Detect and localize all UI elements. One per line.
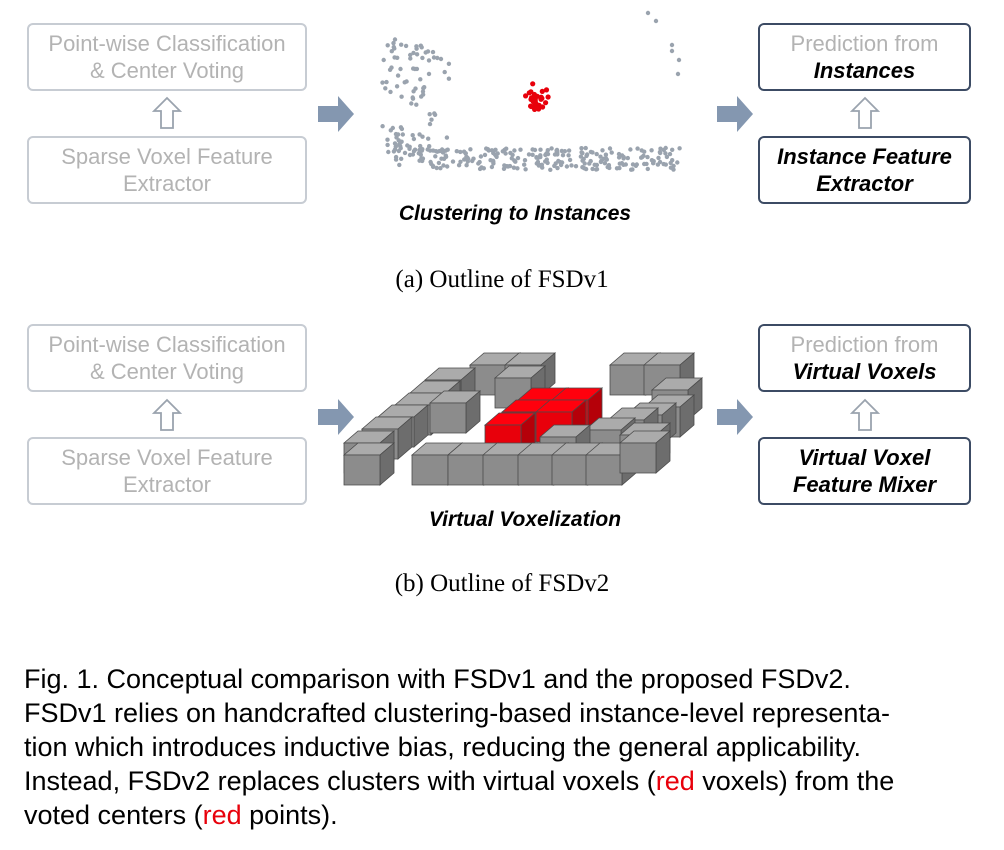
a-prediction-line2: Instances [813,58,916,83]
solid-right-arrow-icon [717,399,753,435]
a-instance-line1: Instance Feature [777,144,952,169]
b-sparse-voxel-extractor-box: Sparse Voxel Feature Extractor [27,437,307,505]
outline-up-arrow-icon [152,398,182,431]
caption-red-points: red [202,800,242,830]
solid-right-arrow-icon [717,96,753,132]
solid-right-arrow-icon [318,96,354,132]
virtual-voxel-grid [342,352,704,486]
a-prediction-line1: Prediction from [790,31,939,56]
caption-line-4-a: Instead, FSDv2 replaces clusters with vi… [24,766,656,796]
b-mixer-line1: Virtual Voxel [798,445,931,470]
a-sparse-line2: Extractor [122,171,212,196]
caption-line-4-b: voxels) from the [694,766,895,796]
b-pointwise-line2: & Center Voting [89,359,245,384]
a-subcaption: (a) Outline of FSDv1 [395,266,609,293]
a-pointwise-line1: Point-wise Classification [48,31,286,56]
outline-up-arrow-icon [850,96,880,129]
b-prediction-line2: Virtual Voxels [792,359,937,384]
caption-line-2: FSDv1 relies on handcrafted clustering-b… [24,698,890,728]
b-pointwise-classification-box: Point-wise Classification & Center Votin… [27,324,307,392]
caption-line-5-a: voted centers ( [24,800,203,830]
caption-line-3: tion which introduces inductive bias, re… [24,732,861,762]
outline-up-arrow-icon [152,96,182,129]
figure-caption: Fig. 1. Conceptual comparison with FSDv1… [24,662,986,832]
point-cloud-clusters [380,10,682,172]
voxel-cube [428,390,482,434]
caption-red-voxels: red [655,766,695,796]
a-pointwise-classification-box: Point-wise Classification & Center Votin… [27,23,307,91]
voxel-cube [342,442,396,486]
outline-up-arrow-icon [850,398,880,431]
a-instance-line2: Extractor [816,171,913,196]
b-mixer-line2: Feature Mixer [792,472,937,497]
caption-line-4: Instead, FSDv2 replaces clusters with vi… [24,764,986,798]
caption-line-1: Fig. 1. Conceptual comparison with FSDv1… [24,664,851,694]
b-center-caption: Virtual Voxelization [428,508,622,531]
a-instance-feature-extractor-box: Instance Feature Extractor [758,136,971,204]
caption-line-5: voted centers (red points). [24,798,986,832]
a-sparse-line1: Sparse Voxel Feature [61,144,273,169]
voxel-cube [618,430,672,474]
a-center-caption: Clustering to Instances [398,202,632,225]
b-prediction-from-virtual-voxels-box: Prediction from Virtual Voxels [758,324,971,392]
b-virtual-voxel-feature-mixer-box: Virtual Voxel Feature Mixer [758,437,971,505]
a-pointwise-line2: & Center Voting [89,58,245,83]
caption-line-5-b: points). [241,800,338,830]
a-sparse-voxel-extractor-box: Sparse Voxel Feature Extractor [27,136,307,204]
b-sparse-line1: Sparse Voxel Feature [61,445,273,470]
b-sparse-line2: Extractor [122,472,212,497]
b-subcaption: (b) Outline of FSDv2 [394,570,610,597]
a-prediction-from-instances-box: Prediction from Instances [758,23,971,91]
b-pointwise-line1: Point-wise Classification [48,332,286,357]
solid-right-arrow-icon [318,399,354,435]
b-prediction-line1: Prediction from [790,332,939,357]
